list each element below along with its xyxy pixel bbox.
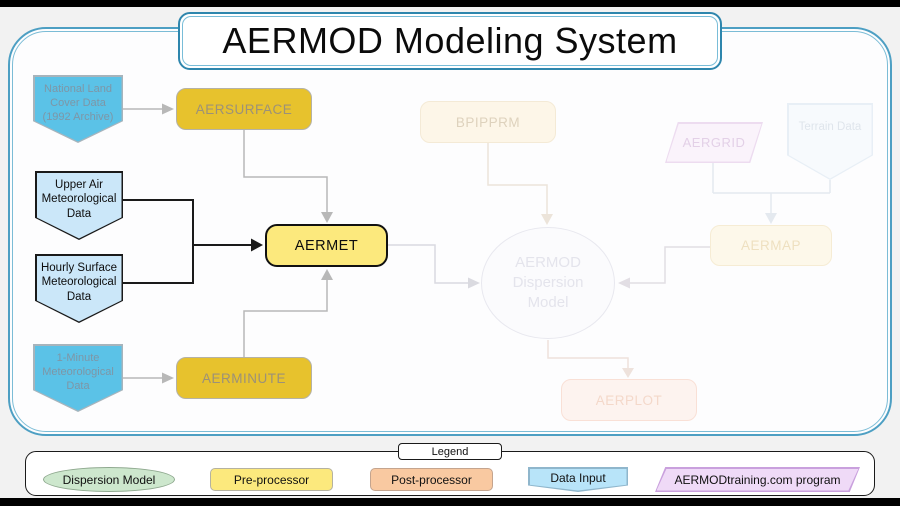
connector-aerminute-to-aermet bbox=[243, 269, 333, 357]
node-aermod-dispersion-model: AERMOD Dispersion Model bbox=[481, 227, 615, 339]
node-aerminute: AERMINUTE bbox=[176, 357, 312, 399]
legend-item-dispersion-model: Dispersion Model bbox=[43, 467, 175, 492]
node-label: AERMOD Dispersion Model bbox=[512, 253, 584, 312]
connector-model-to-aerplot bbox=[547, 340, 634, 378]
node-aersurface: AERSURFACE bbox=[176, 88, 312, 130]
legend-tab: Legend bbox=[398, 443, 502, 460]
banner-fill: Hourly Surface Meteorological Data bbox=[36, 255, 122, 322]
connector-metdata-to-aermet bbox=[122, 199, 263, 284]
legend-item-aermodtraining-program: AERMODtraining.com program bbox=[655, 467, 860, 492]
node-label: Upper Air Meteorological Data bbox=[41, 178, 117, 221]
letterbox-top bbox=[0, 0, 900, 7]
node-label: Hourly Surface Meteorological Data bbox=[40, 261, 118, 304]
connector-aermet-to-model bbox=[388, 244, 480, 289]
node-label: Terrain Data bbox=[798, 120, 862, 133]
banner-fill: Upper Air Meteorological Data bbox=[36, 172, 122, 239]
legend-item-label: AERMODtraining.com program bbox=[674, 472, 841, 487]
page-title: AERMOD Modeling System bbox=[222, 20, 678, 61]
banner-fill: Terrain Data bbox=[788, 104, 872, 179]
node-upper-air-met-data: Upper Air Meteorological Data bbox=[35, 171, 123, 240]
node-aermap: AERMAP bbox=[710, 225, 832, 266]
legend-item-label: Pre-processor bbox=[233, 472, 310, 487]
node-aergrid: AERGRID bbox=[665, 122, 763, 163]
legend-tab-label: Legend bbox=[431, 445, 469, 458]
node-label: AERGRID bbox=[682, 135, 746, 150]
legend-item-pre-processor: Pre-processor bbox=[210, 468, 333, 491]
title-box: AERMOD Modeling System bbox=[178, 12, 722, 70]
node-hourly-surface-met-data: Hourly Surface Meteorological Data bbox=[35, 254, 123, 323]
legend-item-label: Post-processor bbox=[391, 472, 472, 487]
connector-oneminute-to-aerminute bbox=[121, 372, 174, 384]
parallelogram-fill: AERGRID bbox=[666, 123, 762, 162]
node-national-land-cover-data: National Land Cover Data (1992 Archive) bbox=[33, 75, 123, 143]
parallelogram-fill: AERMODtraining.com program bbox=[656, 468, 859, 491]
node-aerplot: AERPLOT bbox=[561, 379, 697, 421]
node-one-minute-met-data: 1-Minute Meteorological Data bbox=[33, 344, 123, 412]
node-label: AERPLOT bbox=[595, 392, 663, 408]
node-aermet: AERMET bbox=[265, 224, 388, 267]
node-label: AERMET bbox=[294, 237, 359, 254]
connector-nlcd-to-aersurface bbox=[123, 103, 174, 115]
title-box-inner-border bbox=[182, 16, 718, 66]
connector-aermap-to-model bbox=[618, 246, 710, 289]
legend-item-post-processor: Post-processor bbox=[370, 468, 493, 491]
node-label: AERMINUTE bbox=[201, 370, 286, 386]
banner-fill: Data Input bbox=[529, 468, 627, 491]
node-bpipprm: BPIPPRM bbox=[420, 101, 556, 143]
connector-aersurface-to-aermet bbox=[243, 130, 333, 223]
legend-item-label: Data Input bbox=[550, 470, 606, 485]
banner-fill: 1-Minute Meteorological Data bbox=[34, 345, 122, 411]
banner-fill: National Land Cover Data (1992 Archive) bbox=[34, 76, 122, 142]
node-label: National Land Cover Data (1992 Archive) bbox=[42, 82, 114, 124]
legend-item-data-input: Data Input bbox=[528, 467, 628, 492]
connector-terrain-aergrid-to-aermap bbox=[712, 163, 831, 224]
node-label: 1-Minute Meteorological Data bbox=[42, 351, 114, 393]
legend-item-label: Dispersion Model bbox=[62, 472, 156, 487]
connector-bpipprm-to-model bbox=[487, 143, 553, 225]
node-label: AERMAP bbox=[740, 238, 801, 253]
letterbox-bottom bbox=[0, 498, 900, 506]
node-label: AERSURFACE bbox=[195, 101, 293, 117]
node-label: BPIPPRM bbox=[455, 114, 521, 130]
node-terrain-data: Terrain Data bbox=[787, 103, 873, 180]
